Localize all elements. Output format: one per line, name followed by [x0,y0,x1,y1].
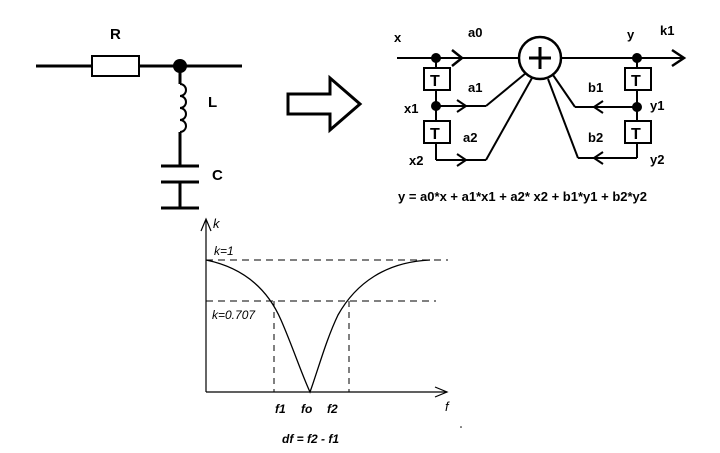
y-delay-2-symbol: T [631,126,641,143]
a2-to-sum [485,77,533,161]
resistor [91,55,140,77]
b2-to-sum [547,78,579,159]
tap-x2-label: x2 [409,153,423,168]
inductor-coil [179,83,187,133]
filter-equation: y = a0*x + a1*x1 + a2* x2 + b1*y1 + b2*y… [398,189,647,204]
notch-response-curve [205,259,431,394]
x-axis-label: f [445,399,450,414]
coeff-a2-label: a2 [463,130,477,145]
y-delay-1-symbol: T [631,73,641,90]
b1-to-sum [552,74,576,108]
tap-y2-label: y2 [650,152,664,167]
x-axis-arrowhead [434,386,449,398]
output-arrowhead [671,48,687,68]
unity-gain-label: k=1 [214,244,234,258]
capacitor-label: C [212,167,223,184]
f1-tick-label: f1 [275,402,286,416]
output-label: y [627,27,635,42]
input-arrowhead [451,49,465,67]
rlc-circuit [36,55,242,210]
inductor-label: L [208,94,217,111]
a1-arrowhead [456,99,468,113]
iir-filter-diagram [397,35,687,167]
fo-tick-label: fo [301,402,312,416]
stray-dot [460,426,462,428]
b2-arrowhead [592,151,604,165]
y-axis-arrowhead [200,217,212,232]
coeff-b2-label: b2 [588,130,603,145]
x-delay-2-symbol: T [430,126,440,143]
input-label: x [394,30,402,45]
tap-x1-label: x1 [404,101,418,116]
bandwidth-formula: df = f2 - f1 [282,432,339,446]
coeff-a0-label: a0 [468,25,482,40]
coeff-b1-label: b1 [588,80,603,95]
resistor-label: R [110,26,121,43]
gain-label: k1 [660,23,674,38]
f2-tick-label: f2 [327,402,338,416]
coeff-a1-label: a1 [468,80,482,95]
x-delay-1-symbol: T [430,73,440,90]
y-axis-label: k [213,216,221,231]
half-power-label: k=0.707 [212,308,256,322]
response-plot [200,217,449,398]
a2-arrowhead [456,153,468,167]
transform-arrow [286,74,363,134]
tap-y1-label: y1 [650,98,664,113]
a1-to-sum [485,72,527,107]
b1-arrowhead [592,100,604,114]
